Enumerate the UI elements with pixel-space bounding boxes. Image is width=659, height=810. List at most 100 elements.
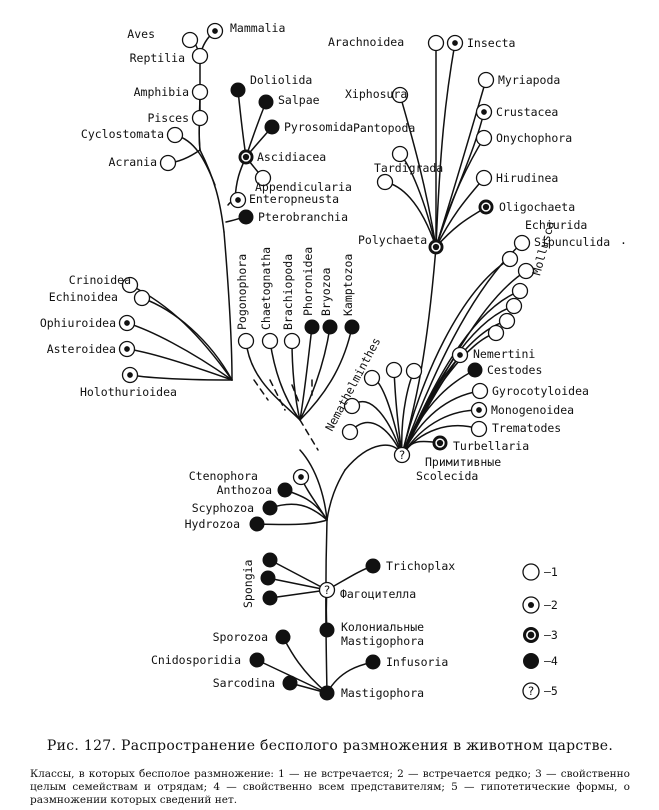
label-salpae: Salpae [278,93,320,107]
legend-label-1: –1 [544,565,558,579]
tree-branch [435,42,456,248]
node-crinoidea [133,289,151,307]
node-trichoplax [365,558,381,574]
label-gyrocotyloidea: Gyrocotyloidea [492,384,589,398]
node-holothurioidea [121,366,139,384]
stray-mark: · [620,236,627,250]
label-bryozoa: Bryozoa [319,268,333,316]
node-pogonophora [237,332,255,350]
node-asteroidea [118,340,136,358]
label-tardigrada: Tardigrada [374,161,443,175]
label-doliolida: Doliolida [250,73,312,87]
node-sporozoa [275,629,291,645]
label-polychaeta: Polychaeta [358,233,427,247]
label-cyclostomata: Cyclostomata [81,127,164,141]
label-primitive-scolecida-line1: Примитивные [425,455,501,469]
label-mammalia: Mammalia [230,21,285,35]
node-salpae [258,94,274,110]
label-acrania: Acrania [109,155,157,169]
legend-label-2: –2 [544,598,558,612]
tree-branch [299,326,353,421]
legend-marker-1 [522,563,540,581]
node-arachnoidea [427,34,445,52]
node-chaetognatha [261,332,279,350]
tree-branch [245,101,267,158]
label-hydrozoa: Hydrozoa [185,517,240,531]
tree-branch [126,348,233,381]
node-aves [191,47,209,65]
label-pyrosomida: Pyrosomida [284,120,353,134]
label-sporozoa: Sporozoa [213,630,268,644]
node-bryozoa [322,319,338,335]
node-pisces [191,109,209,127]
node-hydrozoa [249,516,265,532]
unknown-mark-glyph: ? [399,448,406,462]
label-oligochaeta: Oligochaeta [499,200,575,214]
legend: –1–2–3–4–5 [544,565,558,698]
node-unlabeled [260,570,276,586]
tree-branch [141,297,233,381]
node-pantopoda [391,145,409,163]
label-colonial-mastigophora-line2: Mastigophora [341,634,424,648]
node-xiphosura [391,86,409,104]
tree-branch [129,374,233,381]
node-colonial-mastigophora [319,622,335,638]
label-ctenophora: Ctenophora [189,469,258,483]
node-brachiopoda [283,332,301,350]
label-reptilia: Reptilia [130,51,185,65]
label-primitive-scolecida-line2: Scolecida [416,469,478,483]
tree-branch [435,137,485,248]
label-phagocytella: Фагоцителла [340,587,416,601]
label-trichoplax: Trichoplax [386,559,455,573]
legend-marker-3 [523,627,539,643]
node-echinoidea [121,276,139,294]
node-unlabeled [487,324,505,342]
node-insecta [446,34,464,52]
node-spongia [262,552,278,568]
tree-branch [269,559,328,591]
label-spongia: Spongia [241,560,255,608]
legend-marker-4 [523,653,539,669]
label-ascidiacea: Ascidiacea [257,150,326,164]
label-appendicularia: Appendicularia [255,180,352,194]
tree-branch [245,340,301,421]
tree-branch-dashed [291,384,301,406]
node-unlabeled [363,369,381,387]
label-monogenoidea: Monogenoidea [491,403,574,417]
node-polychaeta [428,239,444,255]
label-scyphozoa: Scyphozoa [192,501,254,515]
label-colonial-mastigophora-line1: Колониальные [341,620,424,634]
node-unlabeled [505,297,523,315]
node-anthozoa [277,482,293,498]
tree-branch [401,258,511,456]
node-cyclostomata [166,126,184,144]
node-crustacea [475,103,493,121]
node-enteropneusta [229,191,247,209]
label-sarcodina: Sarcodina [213,676,275,690]
tree-branch-dashed [269,379,286,411]
label-kamptozoa: Kamptozoa [341,254,355,316]
node-monogenoidea [470,401,488,419]
node-scyphozoa [262,500,278,516]
tree-branch [401,369,476,456]
label-anthozoa: Anthozoa [217,483,272,497]
tree-branch-dashed [299,419,319,451]
node-sipunculida [513,234,531,252]
label-crustacea: Crustacea [496,105,558,119]
node-myriapoda [477,71,495,89]
label-turbellaria: Turbellaria [453,439,529,453]
label-myriapoda: Myriapoda [498,73,560,87]
legend-label-5: –5 [544,684,558,698]
tree-branch [299,449,328,521]
tree-branch [237,89,247,158]
node-pterobranchia [238,209,254,225]
label-trematodes: Trematodes [492,421,561,435]
tree-branch [326,469,346,521]
node-oligochaeta [478,199,494,215]
node-tardigrada [376,173,394,191]
label-pisces: Pisces [147,111,189,125]
node-ascidiacea [238,149,254,165]
tree-branch [269,589,328,599]
node-unlabeled [341,423,359,441]
tree-branch [126,322,233,381]
